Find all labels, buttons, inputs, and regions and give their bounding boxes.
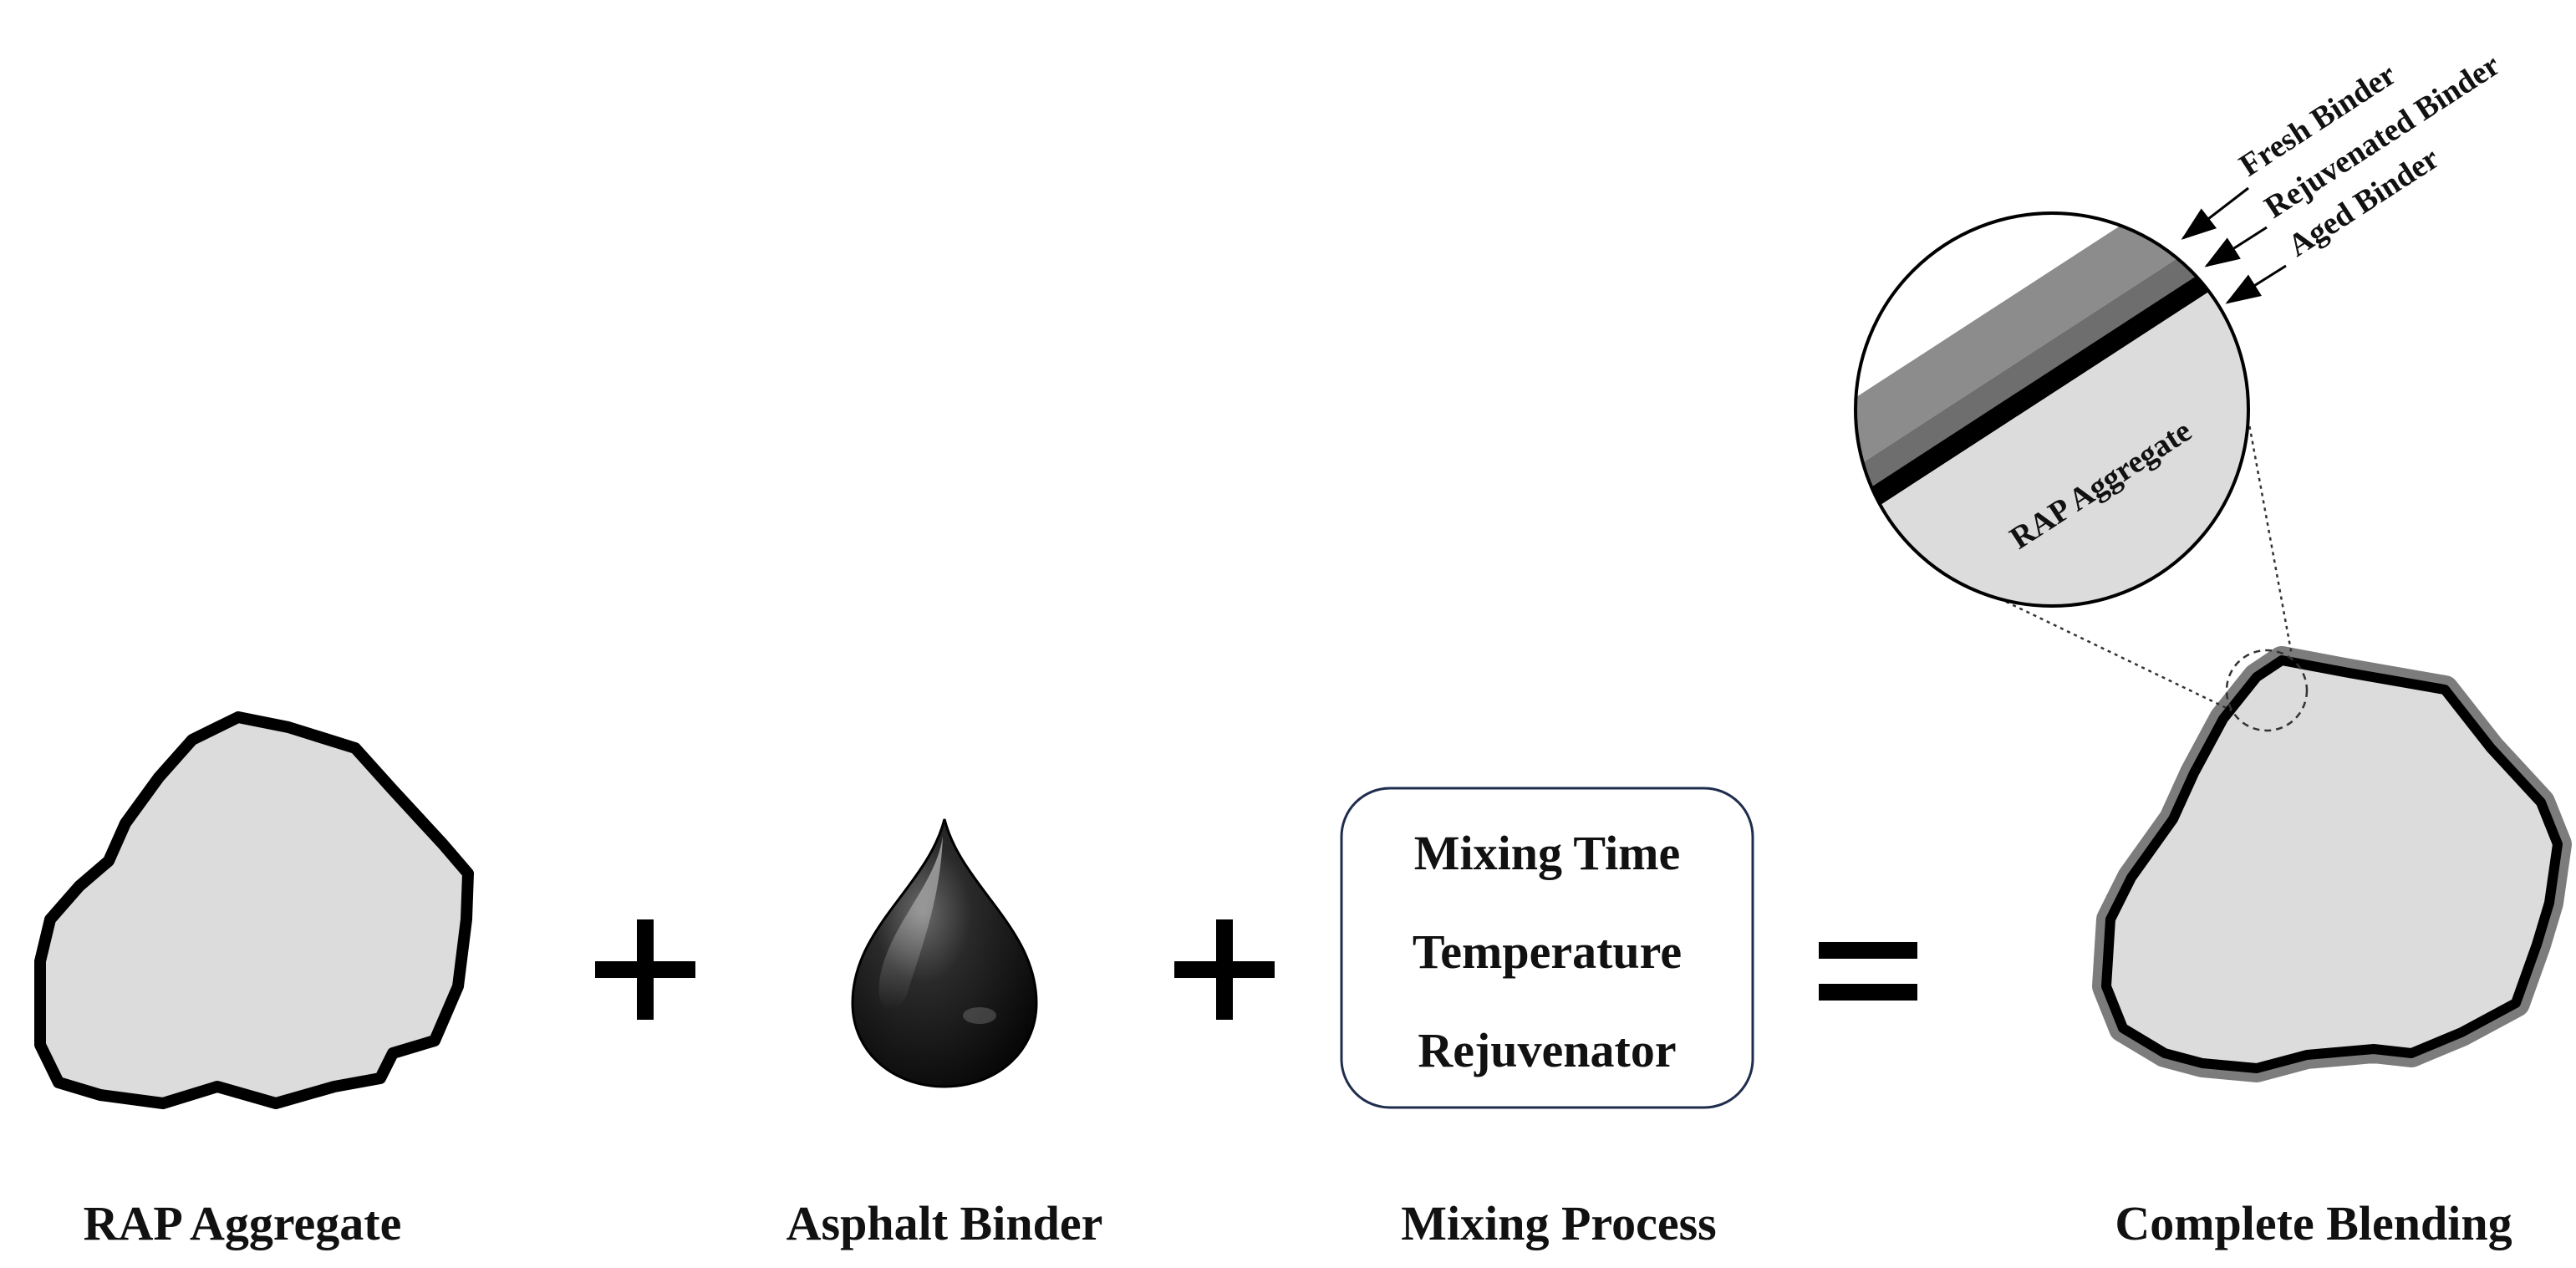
mixing-process-box: Mixing Time Temperature Rejuvenator: [1340, 787, 1754, 1109]
zoom-connector-left: [1998, 597, 2232, 712]
caption-complete-blending: Complete Blending: [2115, 1196, 2512, 1250]
blended-aggregate-rock: [2092, 646, 2572, 1082]
mixing-item-rejuvenator: Rejuvenator: [1418, 1023, 1676, 1077]
rejuvenated-binder-arrow: [2204, 226, 2268, 267]
mixing-item-time: Mixing Time: [1414, 826, 1681, 880]
caption-mixing-process: Mixing Process: [1401, 1196, 1716, 1250]
fresh-binder-arrow: [2181, 186, 2249, 240]
equals-operator: [1819, 942, 1917, 1001]
caption-rap-aggregate: RAP Aggregate: [84, 1196, 402, 1250]
mixing-item-temperature: Temperature: [1413, 924, 1682, 979]
rap-aggregate-rock: [34, 711, 474, 1109]
asphalt-drop-icon: [851, 818, 1038, 1088]
plus-operator-1: [595, 919, 695, 1020]
zoom-target-circle: [2225, 649, 2309, 732]
aged-binder-arrow: [2225, 264, 2287, 304]
zoom-inset: RAP Aggregate: [1854, 211, 2250, 608]
plus-operator-2: [1174, 919, 1275, 1020]
caption-asphalt-binder: Asphalt Binder: [787, 1196, 1103, 1250]
